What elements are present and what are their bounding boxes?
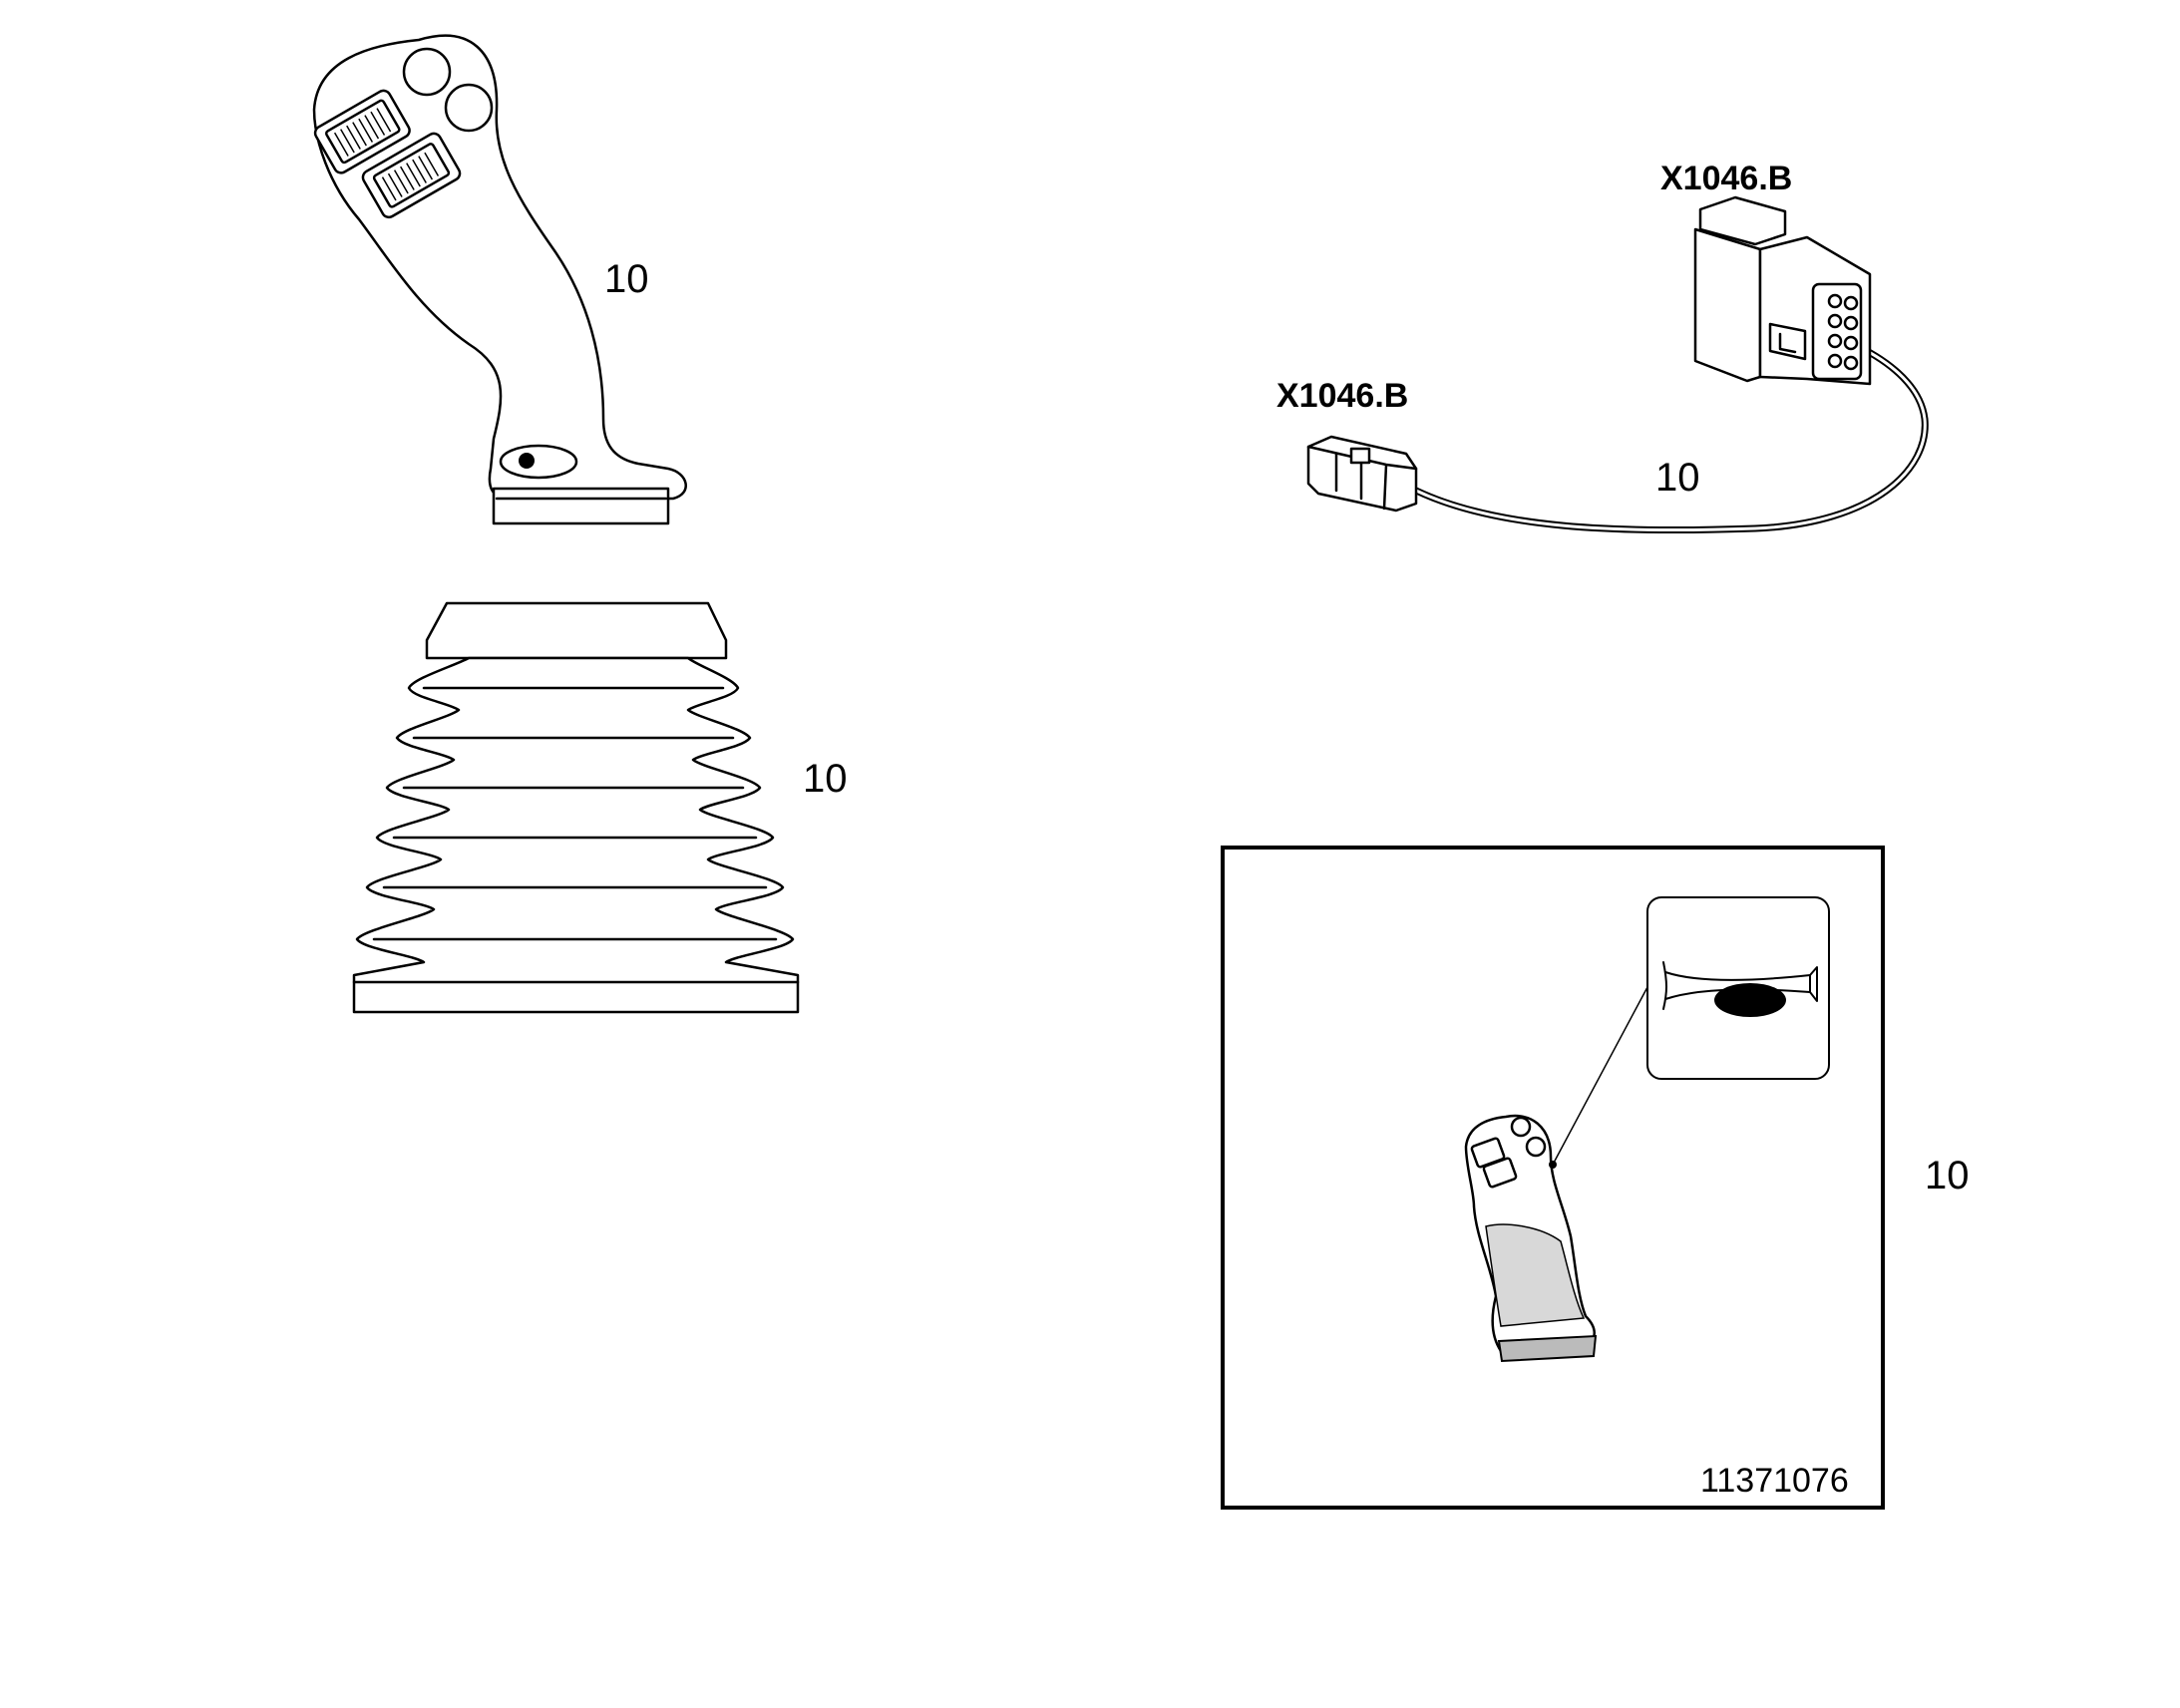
- figure-number: 11371076: [1700, 1462, 1849, 1500]
- horn-icon: [1662, 961, 1818, 1017]
- large-connector-label: X1046.B: [1660, 160, 1792, 197]
- detail-inset-box: [1221, 846, 1885, 1510]
- wiring-harness-illustration: [1306, 195, 1929, 534]
- callout-wiring-harness: 10: [1655, 456, 1700, 500]
- rubber-boot-illustration: [352, 601, 800, 1014]
- joystick-handle-illustration: [312, 34, 687, 525]
- small-connector-label: X1046.B: [1276, 377, 1408, 415]
- small-connector-drawing: [1306, 435, 1418, 512]
- callout-rubber-boot: 10: [803, 757, 848, 801]
- small-joystick-drawing: [1464, 1114, 1598, 1363]
- callout-joystick-handle: 10: [604, 257, 649, 301]
- callout-detail-inset: 10: [1925, 1154, 1970, 1197]
- large-connector-drawing: [1693, 195, 1872, 386]
